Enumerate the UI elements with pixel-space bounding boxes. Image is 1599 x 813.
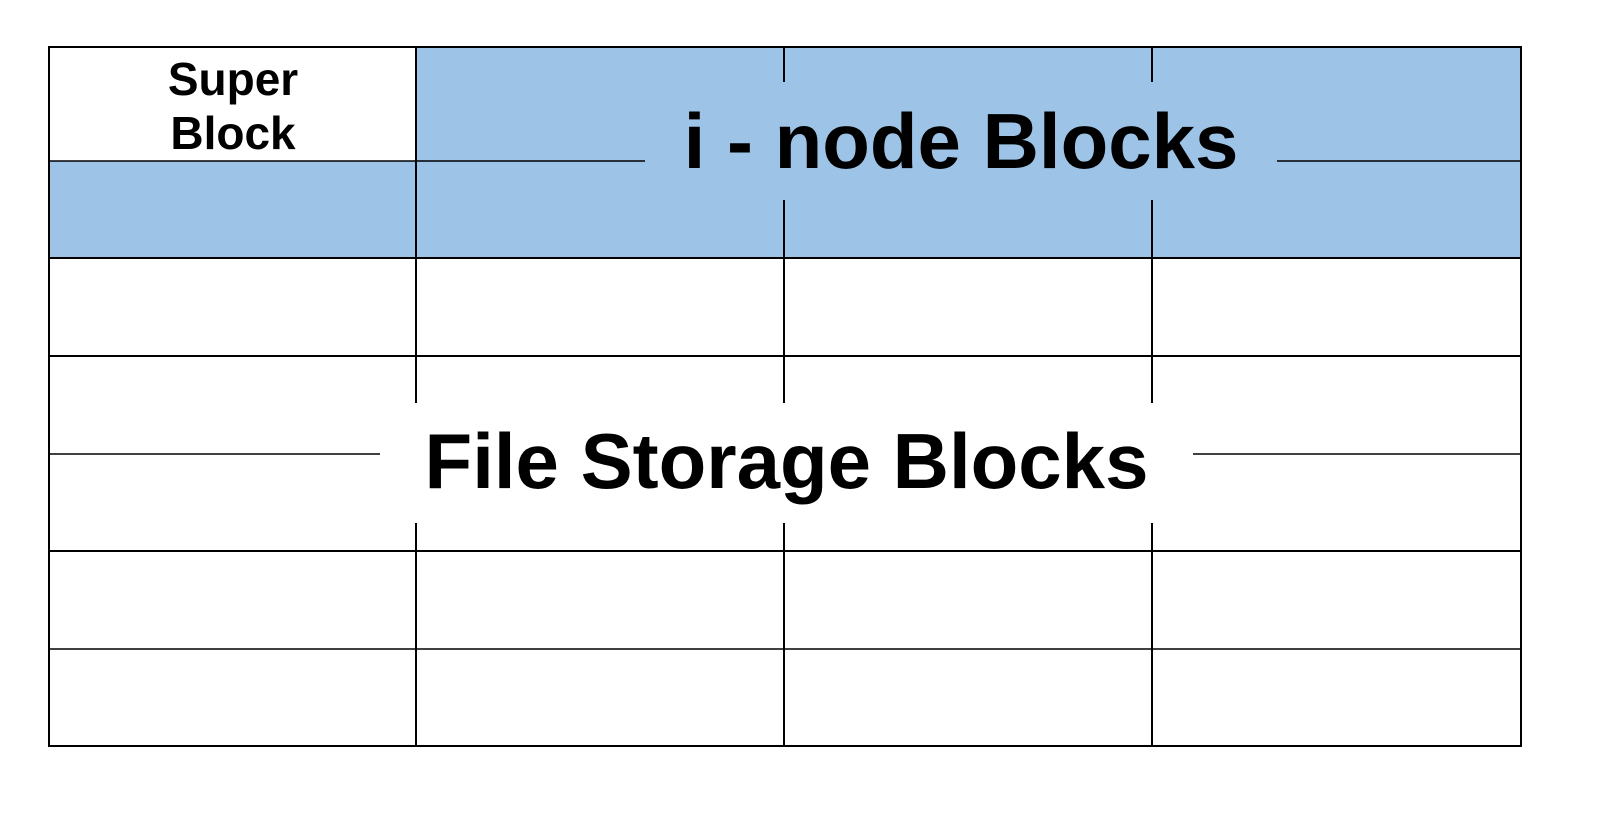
super-block-label: Super Block	[50, 52, 416, 160]
super-block-label-line2: Block	[170, 107, 296, 159]
inode-blocks-label: i - node Blocks	[683, 97, 1239, 185]
file-storage-blocks-label: File Storage Blocks	[424, 417, 1149, 505]
file-storage-label-backing	[380, 403, 1193, 523]
super-block-label-line1: Super	[167, 53, 299, 105]
inode-label-backing	[645, 86, 1277, 200]
grid-lines	[48, 46, 1522, 747]
